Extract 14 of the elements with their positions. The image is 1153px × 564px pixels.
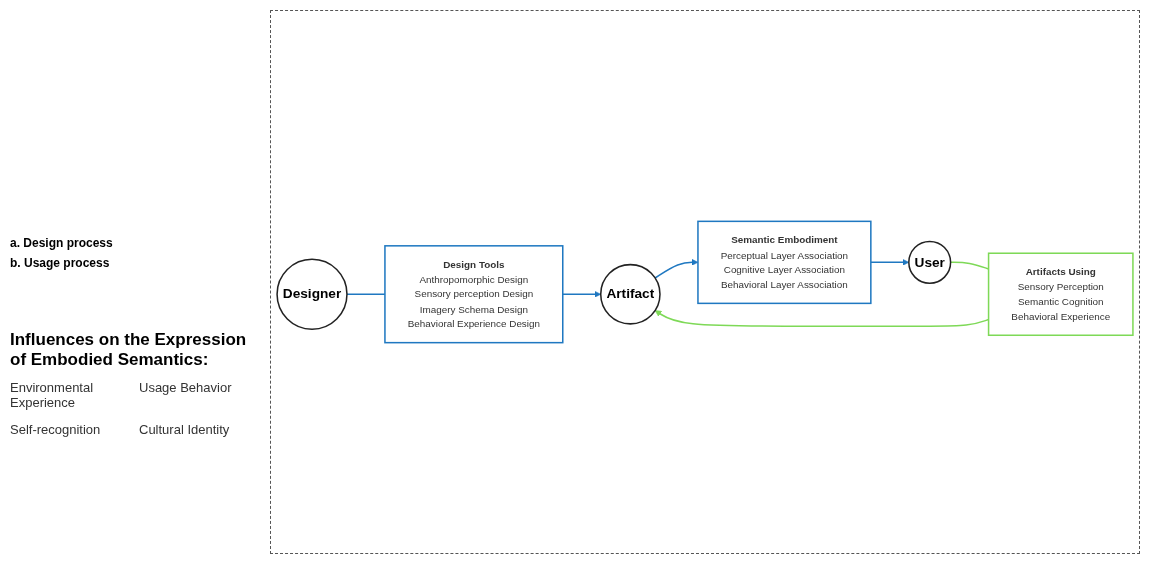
influence-item: Usage Behavior bbox=[139, 380, 233, 397]
node-circle: User bbox=[908, 240, 952, 284]
node-circle: Artifact bbox=[599, 263, 661, 325]
process-label: b. Usage process bbox=[10, 256, 111, 270]
process-label: a. Design process bbox=[10, 236, 113, 250]
influences-heading: Influences on the Expression of Embodied Semantics: bbox=[10, 330, 248, 370]
influence-item: Cultural Identity bbox=[139, 422, 231, 437]
influence-item: Self-recognition bbox=[10, 422, 102, 437]
node-box: Artifacts Using Sensory Perception Semantic Cognition Behavioral Experience bbox=[987, 252, 1134, 336]
node-box: Semantic Embodiment Perceptual Layer Association Cognitive Layer Association Behavioral Layer Association bbox=[697, 220, 872, 305]
node-circle: Designer bbox=[276, 258, 348, 330]
node-box: Design Tools Anthropomorphic Design Sensory perception Design Imagery Schema Design Behavioral Experience Design bbox=[384, 245, 564, 344]
influence-item: Environmental Experience bbox=[10, 380, 95, 410]
arrow bbox=[870, 259, 910, 266]
